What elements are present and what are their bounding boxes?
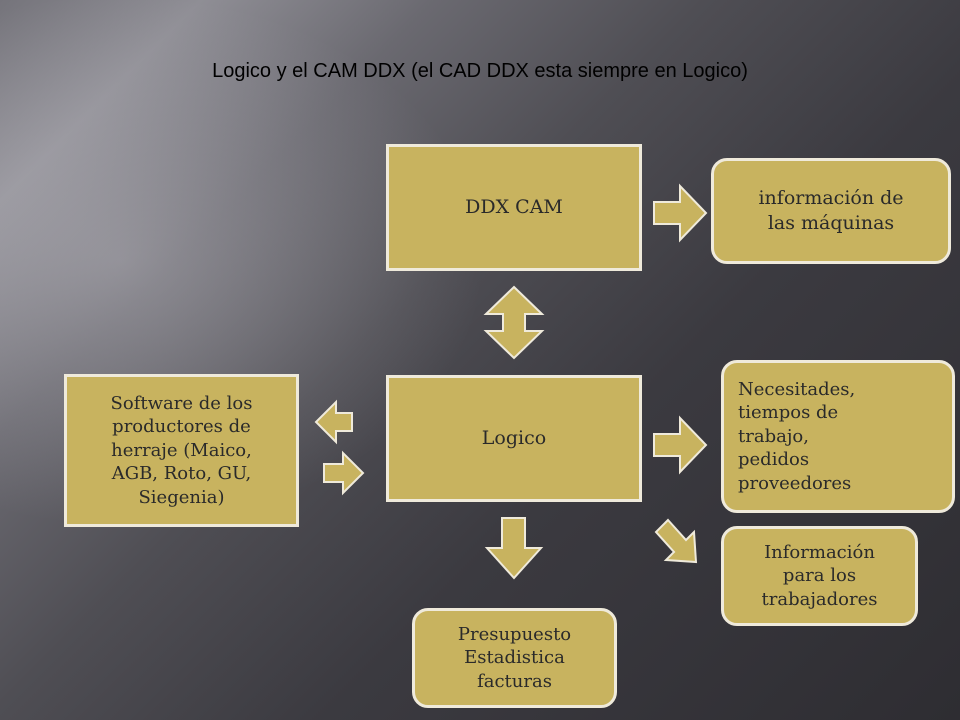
arrow-down-icon	[484, 517, 544, 580]
node-ddx-cam: DDX CAM	[386, 144, 642, 271]
node-software-herraje-label: Software de los productores de herraje (…	[110, 393, 253, 508]
arrow-right-icon	[653, 183, 708, 243]
arrow-right-icon	[323, 450, 365, 496]
node-info-trabajadores: Información para los trabajadores	[721, 526, 918, 626]
node-necesidades-label: Necesitades, tiempos de trabajo, pedidos…	[738, 379, 856, 494]
arrow-diagonal-icon	[654, 518, 698, 564]
arrow-left-icon	[314, 399, 353, 445]
node-presupuesto-label: Presupuesto Estadistica facturas	[457, 623, 572, 692]
node-info-trabajadores-label: Información para los trabajadores	[761, 541, 878, 610]
slide-title: Logico y el CAM DDX (el CAD DDX esta sie…	[212, 60, 748, 82]
node-info-maquinas-label: información de las máquinas	[758, 187, 904, 234]
arrow-right-icon	[653, 415, 708, 475]
node-logico-label: Logico	[481, 427, 547, 450]
node-ddx-cam-label: DDX CAM	[465, 196, 563, 219]
node-info-maquinas: información de las máquinas	[711, 158, 951, 264]
arrow-double-vertical-icon	[483, 285, 545, 360]
node-necesidades: Necesitades, tiempos de trabajo, pedidos…	[721, 360, 955, 513]
node-presupuesto: Presupuesto Estadistica facturas	[412, 608, 617, 708]
node-logico: Logico	[386, 375, 642, 502]
node-software-herraje: Software de los productores de herraje (…	[64, 374, 299, 527]
